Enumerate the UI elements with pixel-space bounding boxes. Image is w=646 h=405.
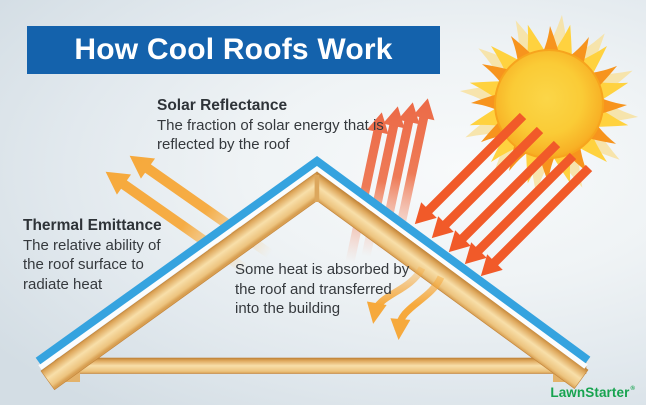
solar-reflectance-text-line: The fraction of solar energy that is (157, 116, 384, 134)
absorbed-heat-text-line: into the building (235, 300, 341, 317)
ceiling-joist (54, 357, 587, 374)
absorbed-heat-text-line: Some heat is absorbed by (235, 261, 410, 278)
thermal-emittance-heading: Thermal Emittance (23, 217, 162, 234)
page-title: How Cool Roofs Work (74, 33, 393, 66)
cool-roof-coating (35, 156, 591, 365)
title-banner: How Cool Roofs Work (27, 26, 440, 74)
roof-illustration (35, 156, 591, 391)
king-post (314, 175, 320, 202)
lawnstarter-logo: LawnStarter® (550, 385, 635, 400)
thermal-emittance-text-line: radiate heat (23, 275, 103, 293)
absorbed-heat-label: Some heat is absorbed by the roof and tr… (235, 260, 409, 319)
roof-deck-gap (38, 164, 588, 370)
registered-mark-icon: ® (630, 386, 635, 392)
solar-reflectance-label: Solar Reflectance The fraction of solar … (157, 96, 384, 155)
solar-reflectance-heading: Solar Reflectance (157, 97, 288, 114)
solar-reflectance-text-line: reflected by the roof (157, 136, 290, 153)
thermal-emittance-label: Thermal Emittance The relative ability o… (23, 216, 162, 294)
thermal-emittance-text-line: The relative ability of (23, 236, 161, 254)
absorbed-heat-arrows-icon (363, 266, 445, 341)
logo-text: LawnStarter (550, 385, 630, 400)
absorbed-heat-text-line: the roof and transferred (235, 280, 392, 298)
sun-icon (457, 12, 641, 196)
thermal-emittance-text-line: the roof surface to (23, 256, 144, 273)
